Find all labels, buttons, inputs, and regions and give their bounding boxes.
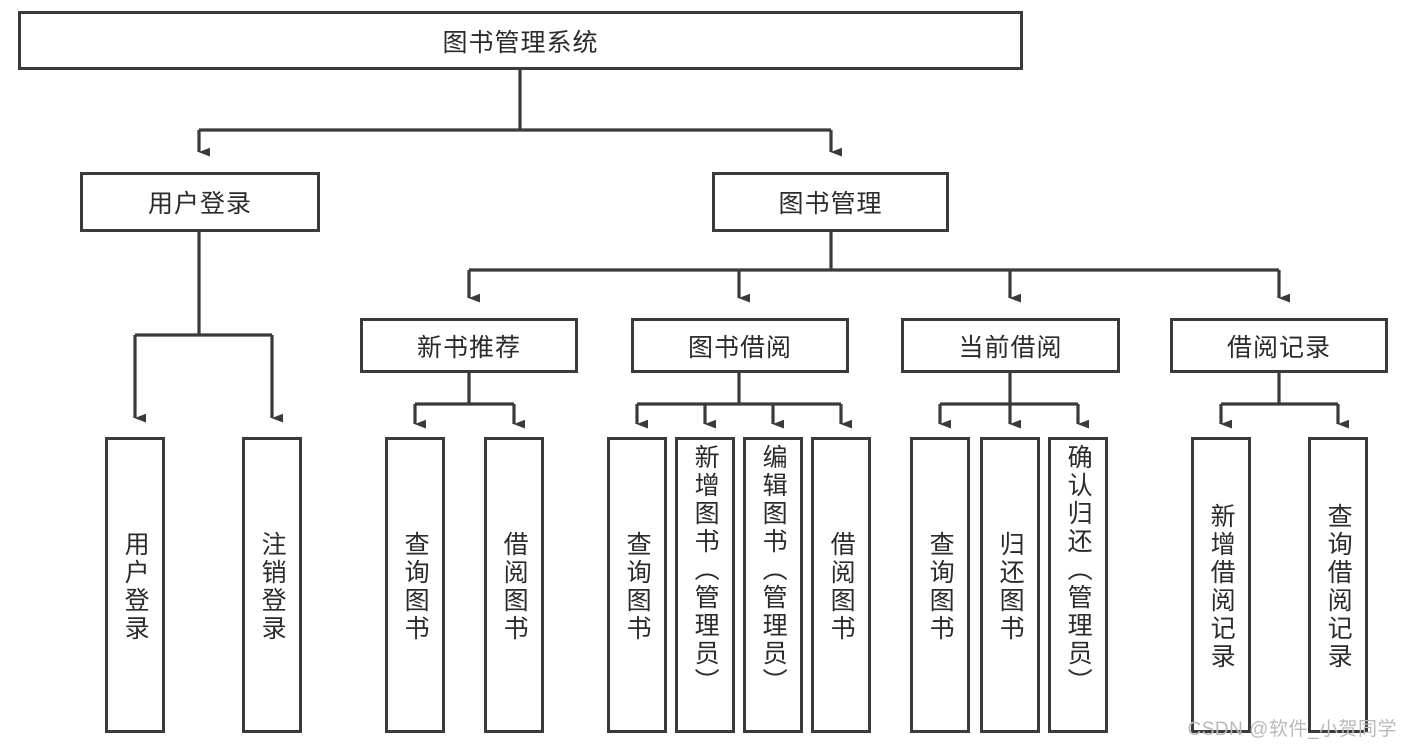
leaf-inner: 借阅图书 [487, 444, 541, 730]
node-label: 用户登录 [147, 190, 252, 218]
node-label: 借阅记录 [1226, 333, 1331, 362]
leaf-inner: 查询图书 [388, 444, 442, 730]
node-book-management[interactable]: 图书管理 [712, 172, 949, 232]
leaf-inner: 查询图书 [913, 444, 967, 730]
leaf-user-login-login[interactable]: 用户登录 [105, 437, 165, 733]
leaf-inner: 用户登录 [108, 444, 162, 730]
leaf-inner: 注销登录 [245, 444, 299, 730]
leaf-label: 新增图书（管理员） [691, 444, 720, 696]
node-current-borrow[interactable]: 当前借阅 [901, 318, 1120, 373]
leaf-borrow-record-add-record[interactable]: 新增借阅记录 [1191, 437, 1251, 733]
leaf-book-borrow-add-book[interactable]: 新增图书（管理员） [675, 437, 735, 733]
leaf-inner: 新增图书（管理员） [678, 444, 732, 730]
leaf-book-borrow-edit-book[interactable]: 编辑图书（管理员） [743, 437, 803, 733]
leaf-label: 确认归还（管理员） [1064, 444, 1093, 696]
node-new-book-recommend[interactable]: 新书推荐 [360, 318, 578, 373]
leaf-new-book-borrow-book[interactable]: 借阅图书 [484, 437, 544, 733]
leaf-current-borrow-query-book[interactable]: 查询图书 [910, 437, 970, 733]
leaf-inner: 查询图书 [610, 444, 664, 730]
leaf-label: 新增借阅记录 [1207, 503, 1236, 671]
leaf-label: 查询图书 [623, 531, 652, 643]
leaf-borrow-record-query-record[interactable]: 查询借阅记录 [1308, 437, 1368, 733]
leaf-inner: 查询借阅记录 [1311, 444, 1365, 730]
leaf-label: 借阅图书 [500, 531, 529, 643]
node-label: 图书管理系统 [442, 28, 599, 57]
leaf-label: 用户登录 [121, 531, 150, 643]
leaf-label: 归还图书 [996, 531, 1025, 643]
leaf-inner: 新增借阅记录 [1194, 444, 1248, 730]
leaf-book-borrow-borrow-book[interactable]: 借阅图书 [811, 437, 871, 733]
leaf-book-borrow-query-book[interactable]: 查询图书 [607, 437, 667, 733]
node-user-login[interactable]: 用户登录 [80, 172, 320, 232]
leaf-label: 注销登录 [258, 531, 287, 643]
leaf-user-login-logout[interactable]: 注销登录 [242, 437, 302, 733]
node-book-borrow[interactable]: 图书借阅 [631, 318, 849, 373]
leaf-label: 借阅图书 [827, 531, 856, 643]
leaf-label: 查询图书 [926, 531, 955, 643]
leaf-label: 查询图书 [401, 531, 430, 643]
leaf-inner: 确认归还（管理员） [1051, 444, 1105, 730]
leaf-inner: 编辑图书（管理员） [746, 444, 800, 730]
leaf-new-book-query-book[interactable]: 查询图书 [385, 437, 445, 733]
leaf-current-borrow-confirm-return[interactable]: 确认归还（管理员） [1048, 437, 1108, 733]
node-label: 新书推荐 [416, 333, 521, 362]
leaf-current-borrow-return-book[interactable]: 归还图书 [980, 437, 1040, 733]
leaf-inner: 借阅图书 [814, 444, 868, 730]
node-borrow-record[interactable]: 借阅记录 [1170, 318, 1388, 373]
node-label: 图书管理 [778, 190, 883, 218]
node-label: 当前借阅 [958, 333, 1063, 362]
leaf-label: 编辑图书（管理员） [759, 444, 788, 696]
csdn-watermark: CSDN @软件_小贺同学 [1187, 719, 1397, 740]
leaf-label: 查询借阅记录 [1324, 503, 1353, 671]
leaf-inner: 归还图书 [983, 444, 1037, 730]
node-label: 图书借阅 [687, 333, 792, 362]
node-root-book-management-system[interactable]: 图书管理系统 [18, 11, 1023, 70]
